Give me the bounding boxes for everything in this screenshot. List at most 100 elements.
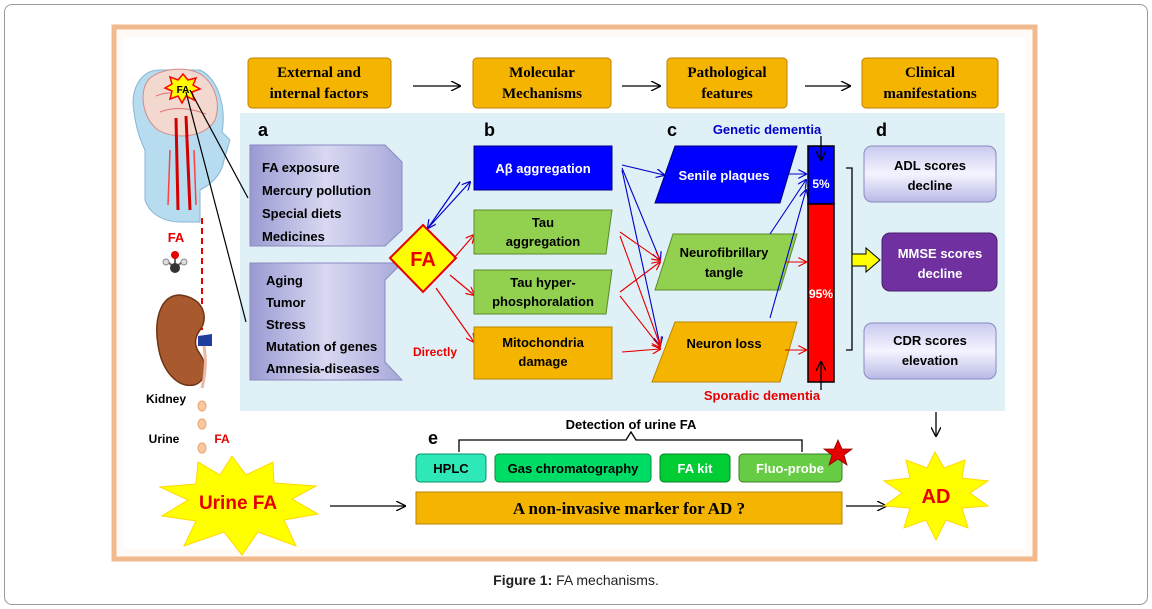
factor-item: Medicines bbox=[262, 229, 325, 244]
factor-item: Aging bbox=[266, 273, 303, 288]
star-icon bbox=[822, 439, 854, 466]
marker-text: A non-invasive marker for AD ? bbox=[513, 499, 745, 518]
factor-item: Amnesia-diseases bbox=[266, 361, 379, 376]
detection-method-label: Gas chromatography bbox=[508, 461, 640, 476]
ad-burst-label: AD bbox=[922, 486, 951, 508]
mechanism-tau-aggregation: Tau aggregation bbox=[473, 209, 613, 255]
mechanism-line: Tau bbox=[532, 215, 554, 230]
detection-brace bbox=[458, 430, 803, 452]
brain-fa-burst: FA bbox=[163, 72, 202, 105]
mechanism-line: Aβ aggregation bbox=[495, 161, 590, 176]
section-letter-e: e bbox=[428, 428, 438, 448]
header-line: Molecular bbox=[509, 65, 575, 81]
section-letter-b: b bbox=[484, 120, 495, 140]
pathology-line: tangle bbox=[705, 265, 743, 280]
clinical-line: elevation bbox=[902, 353, 958, 368]
detection-method-label: Fluo-probe bbox=[756, 461, 824, 476]
factor-item: FA exposure bbox=[262, 160, 340, 175]
genetic-dementia-label: Genetic dementia bbox=[713, 122, 822, 137]
factor-item: Tumor bbox=[266, 295, 305, 310]
figure-caption: Figure 1: FA mechanisms. bbox=[0, 572, 1152, 588]
marker-bar: A non-invasive marker for AD ? bbox=[415, 491, 843, 525]
factor-item: Special diets bbox=[262, 206, 341, 221]
section-letter-d: d bbox=[876, 120, 887, 140]
pathology-to-bar-arrows bbox=[769, 174, 806, 350]
sporadic-pct-label: 95% bbox=[809, 287, 833, 301]
pathology-line: Neuron loss bbox=[686, 336, 761, 351]
mechanism-line: Mitochondria bbox=[502, 335, 584, 350]
urine-drops bbox=[197, 400, 207, 454]
detection-gas-chromatography: Gas chromatography bbox=[494, 453, 652, 483]
fa-red-label: FA bbox=[168, 230, 185, 245]
header-box-external: External and internal factors bbox=[247, 57, 392, 109]
clinical-line: ADL scores bbox=[894, 158, 966, 173]
pathology-line: Neurofibrillary bbox=[680, 245, 770, 260]
pathology-line: Senile plaques bbox=[678, 168, 769, 183]
detection-method-label: FA kit bbox=[678, 461, 714, 476]
detection-fluo-probe: Fluo-probe bbox=[738, 453, 843, 483]
detection-method-label: HPLC bbox=[433, 461, 469, 476]
header-line: Pathological bbox=[687, 65, 766, 81]
clinical-adl: ADL scores decline bbox=[863, 145, 997, 203]
header-box-clinical: Clinical manifestations bbox=[861, 57, 999, 109]
urine-label: Urine bbox=[149, 432, 180, 446]
external-factors-box: FA exposure Mercury pollution Special di… bbox=[249, 144, 403, 247]
header-box-molecular: Molecular Mechanisms bbox=[472, 57, 612, 109]
yellow-arrow bbox=[851, 246, 881, 274]
header-line: Clinical bbox=[905, 65, 955, 81]
pathology-senile-plaques: Senile plaques bbox=[654, 145, 798, 204]
detection-title: Detection of urine FA bbox=[566, 417, 697, 432]
header-line: Mechanisms bbox=[502, 86, 582, 102]
clinical-line: MMSE scores bbox=[898, 246, 983, 261]
urine-fa-label: FA bbox=[214, 432, 230, 446]
clinical-line: decline bbox=[908, 178, 953, 193]
mechanism-tau-hyperphosphorylation: Tau hyper- phosphoralation bbox=[473, 269, 613, 315]
pathology-neurofibrillary-tangle: Neurofibrillary tangle bbox=[654, 233, 798, 291]
clinical-cdr: CDR scores elevation bbox=[863, 322, 997, 380]
sporadic-segment bbox=[807, 203, 835, 383]
factor-item: Mutation of genes bbox=[266, 339, 377, 354]
header-line: internal factors bbox=[270, 86, 369, 102]
mechanism-line: damage bbox=[518, 354, 567, 369]
clinical-line: CDR scores bbox=[893, 333, 967, 348]
caption-text: FA mechanisms. bbox=[552, 572, 659, 588]
urine-fa-burst-label: Urine FA bbox=[199, 493, 277, 514]
mechanism-mitochondria-damage: Mitochondria damage bbox=[473, 326, 613, 380]
mechanism-abeta: Aβ aggregation bbox=[473, 145, 613, 191]
mechanism-line: Tau hyper- bbox=[510, 275, 576, 290]
header-box-pathological: Pathological features bbox=[666, 57, 788, 109]
sporadic-dementia-label: Sporadic dementia bbox=[704, 388, 821, 403]
section-letter-c: c bbox=[667, 120, 677, 140]
fa-to-mechanism-arrows bbox=[428, 182, 474, 342]
brain-fa-label: FA bbox=[177, 85, 190, 96]
caption-bold: Figure 1: bbox=[493, 572, 553, 588]
header-line: manifestations bbox=[883, 86, 976, 102]
mechanism-line: phosphoralation bbox=[492, 294, 594, 309]
genetic-pct-label: 5% bbox=[812, 177, 830, 191]
head-connector-lines bbox=[185, 89, 249, 323]
kidney-icon bbox=[156, 294, 212, 389]
kidney-label: Kidney bbox=[146, 392, 186, 406]
detection-fa-kit: FA kit bbox=[659, 453, 731, 483]
formaldehyde-molecule-icon bbox=[162, 251, 188, 273]
clinical-line: decline bbox=[918, 266, 963, 281]
header-line: features bbox=[701, 86, 753, 102]
clinical-mmse: MMSE scores decline bbox=[881, 232, 998, 292]
factor-item: Stress bbox=[266, 317, 306, 332]
directly-label: Directly bbox=[413, 345, 457, 359]
ad-burst: AD bbox=[882, 450, 990, 542]
pathology-neuron-loss: Neuron loss bbox=[651, 321, 798, 383]
header-line: External and bbox=[277, 65, 361, 81]
detection-hplc: HPLC bbox=[415, 453, 487, 483]
urine-fa-burst: Urine FA bbox=[158, 455, 320, 556]
factor-item: Mercury pollution bbox=[262, 183, 371, 198]
mechanism-line: aggregation bbox=[506, 234, 580, 249]
fa-diamond-node: FA bbox=[388, 223, 458, 294]
mechanism-to-pathology-arrows bbox=[619, 164, 664, 352]
section-letter-a: a bbox=[258, 120, 269, 140]
fa-diamond-label: FA bbox=[410, 249, 436, 271]
human-head-illustration bbox=[132, 68, 231, 223]
internal-factors-box: Aging Tumor Stress Mutation of genes Amn… bbox=[249, 262, 404, 381]
dementia-ratio-bar: 5% 95% bbox=[807, 145, 835, 383]
